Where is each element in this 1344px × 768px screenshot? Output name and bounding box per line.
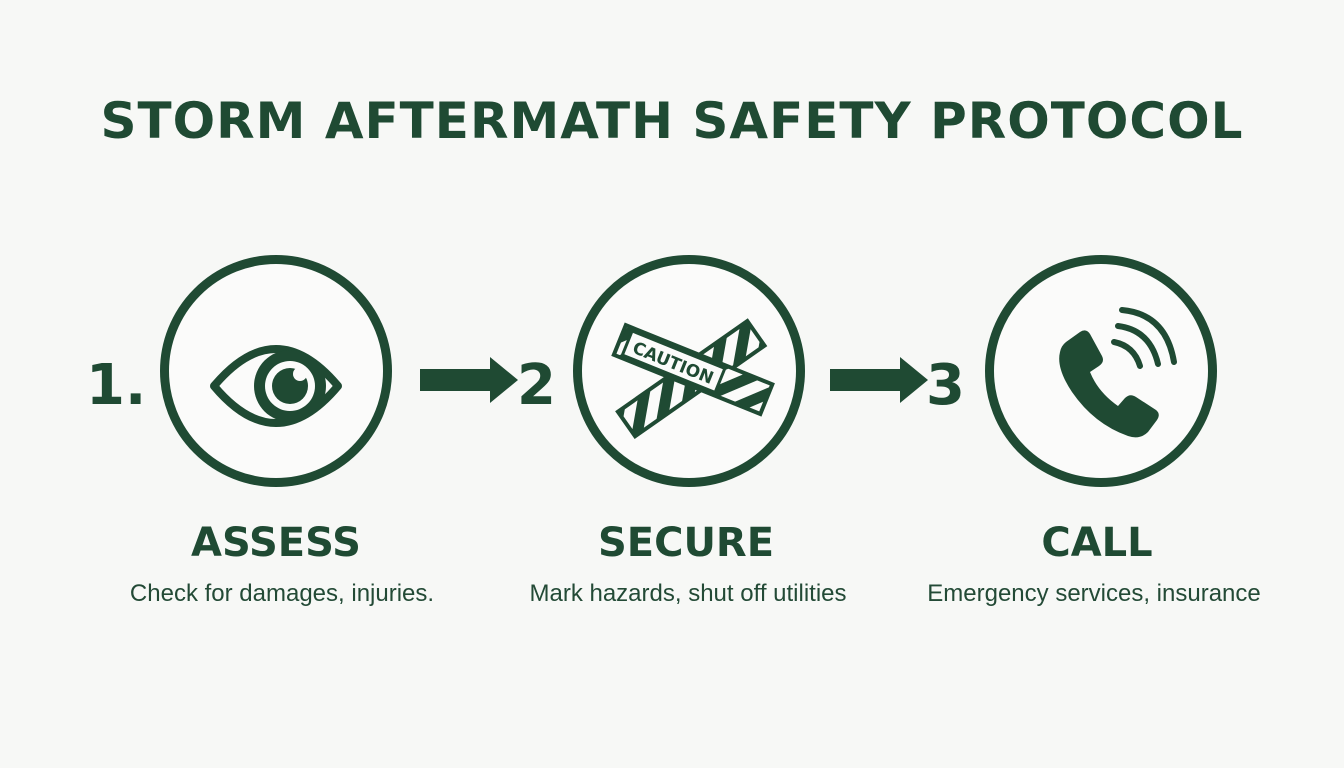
- step-1-description: Check for damages, injuries.: [129, 580, 435, 607]
- step-3-description: Emergency services, insurance: [927, 580, 1261, 607]
- arrow-1-icon: [420, 357, 518, 403]
- step-3-number: 3: [926, 353, 965, 418]
- step-2-circle: CAUTION: [573, 255, 805, 487]
- caution-tape-icon: CAUTION: [611, 318, 775, 440]
- step-2-description: Mark hazards, shut off utilities: [529, 580, 847, 607]
- step-3-circle: [985, 255, 1217, 487]
- phone-icon: [1059, 307, 1177, 438]
- step-2-number: 2: [517, 353, 556, 418]
- step-3-label: CALL: [1041, 520, 1153, 566]
- step-2-label: SECURE: [597, 520, 775, 566]
- eye-icon: [210, 345, 342, 427]
- arrow-2-icon: [830, 357, 928, 403]
- step-1-circle: [160, 255, 392, 487]
- step-1-number: 1.: [86, 353, 147, 418]
- page-title: STORM AFTERMATH SAFETY PROTOCOL: [100, 92, 1244, 150]
- step-1-label: ASSESS: [191, 520, 361, 566]
